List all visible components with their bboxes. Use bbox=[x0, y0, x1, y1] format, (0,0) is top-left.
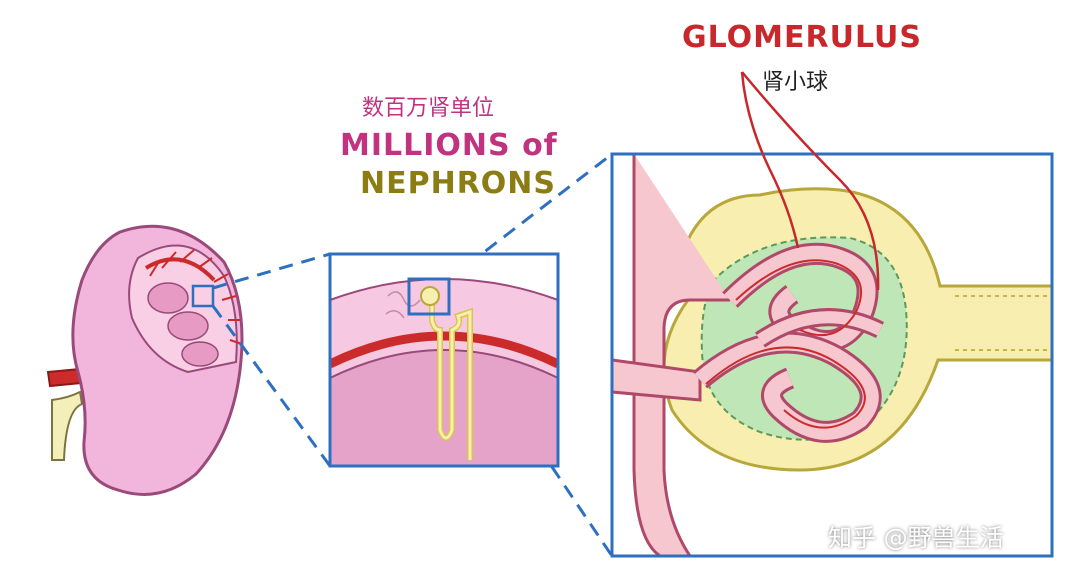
nephrons-label-en-line1: MILLIONS of bbox=[340, 128, 558, 163]
glomerulus-label-en: GLOMERULUS bbox=[682, 20, 922, 55]
glomerulus-label-cn: 肾小球 bbox=[762, 64, 828, 96]
nephrons-label-cn: 数百万肾单位 bbox=[362, 90, 494, 122]
watermark: 知乎 @野兽生活 bbox=[828, 518, 1004, 553]
kidney bbox=[48, 226, 242, 494]
nephrons-label-en-line2: NEPHRONS bbox=[360, 166, 556, 201]
glomerulus-inset bbox=[612, 154, 1052, 556]
cortex-inset bbox=[330, 254, 558, 466]
